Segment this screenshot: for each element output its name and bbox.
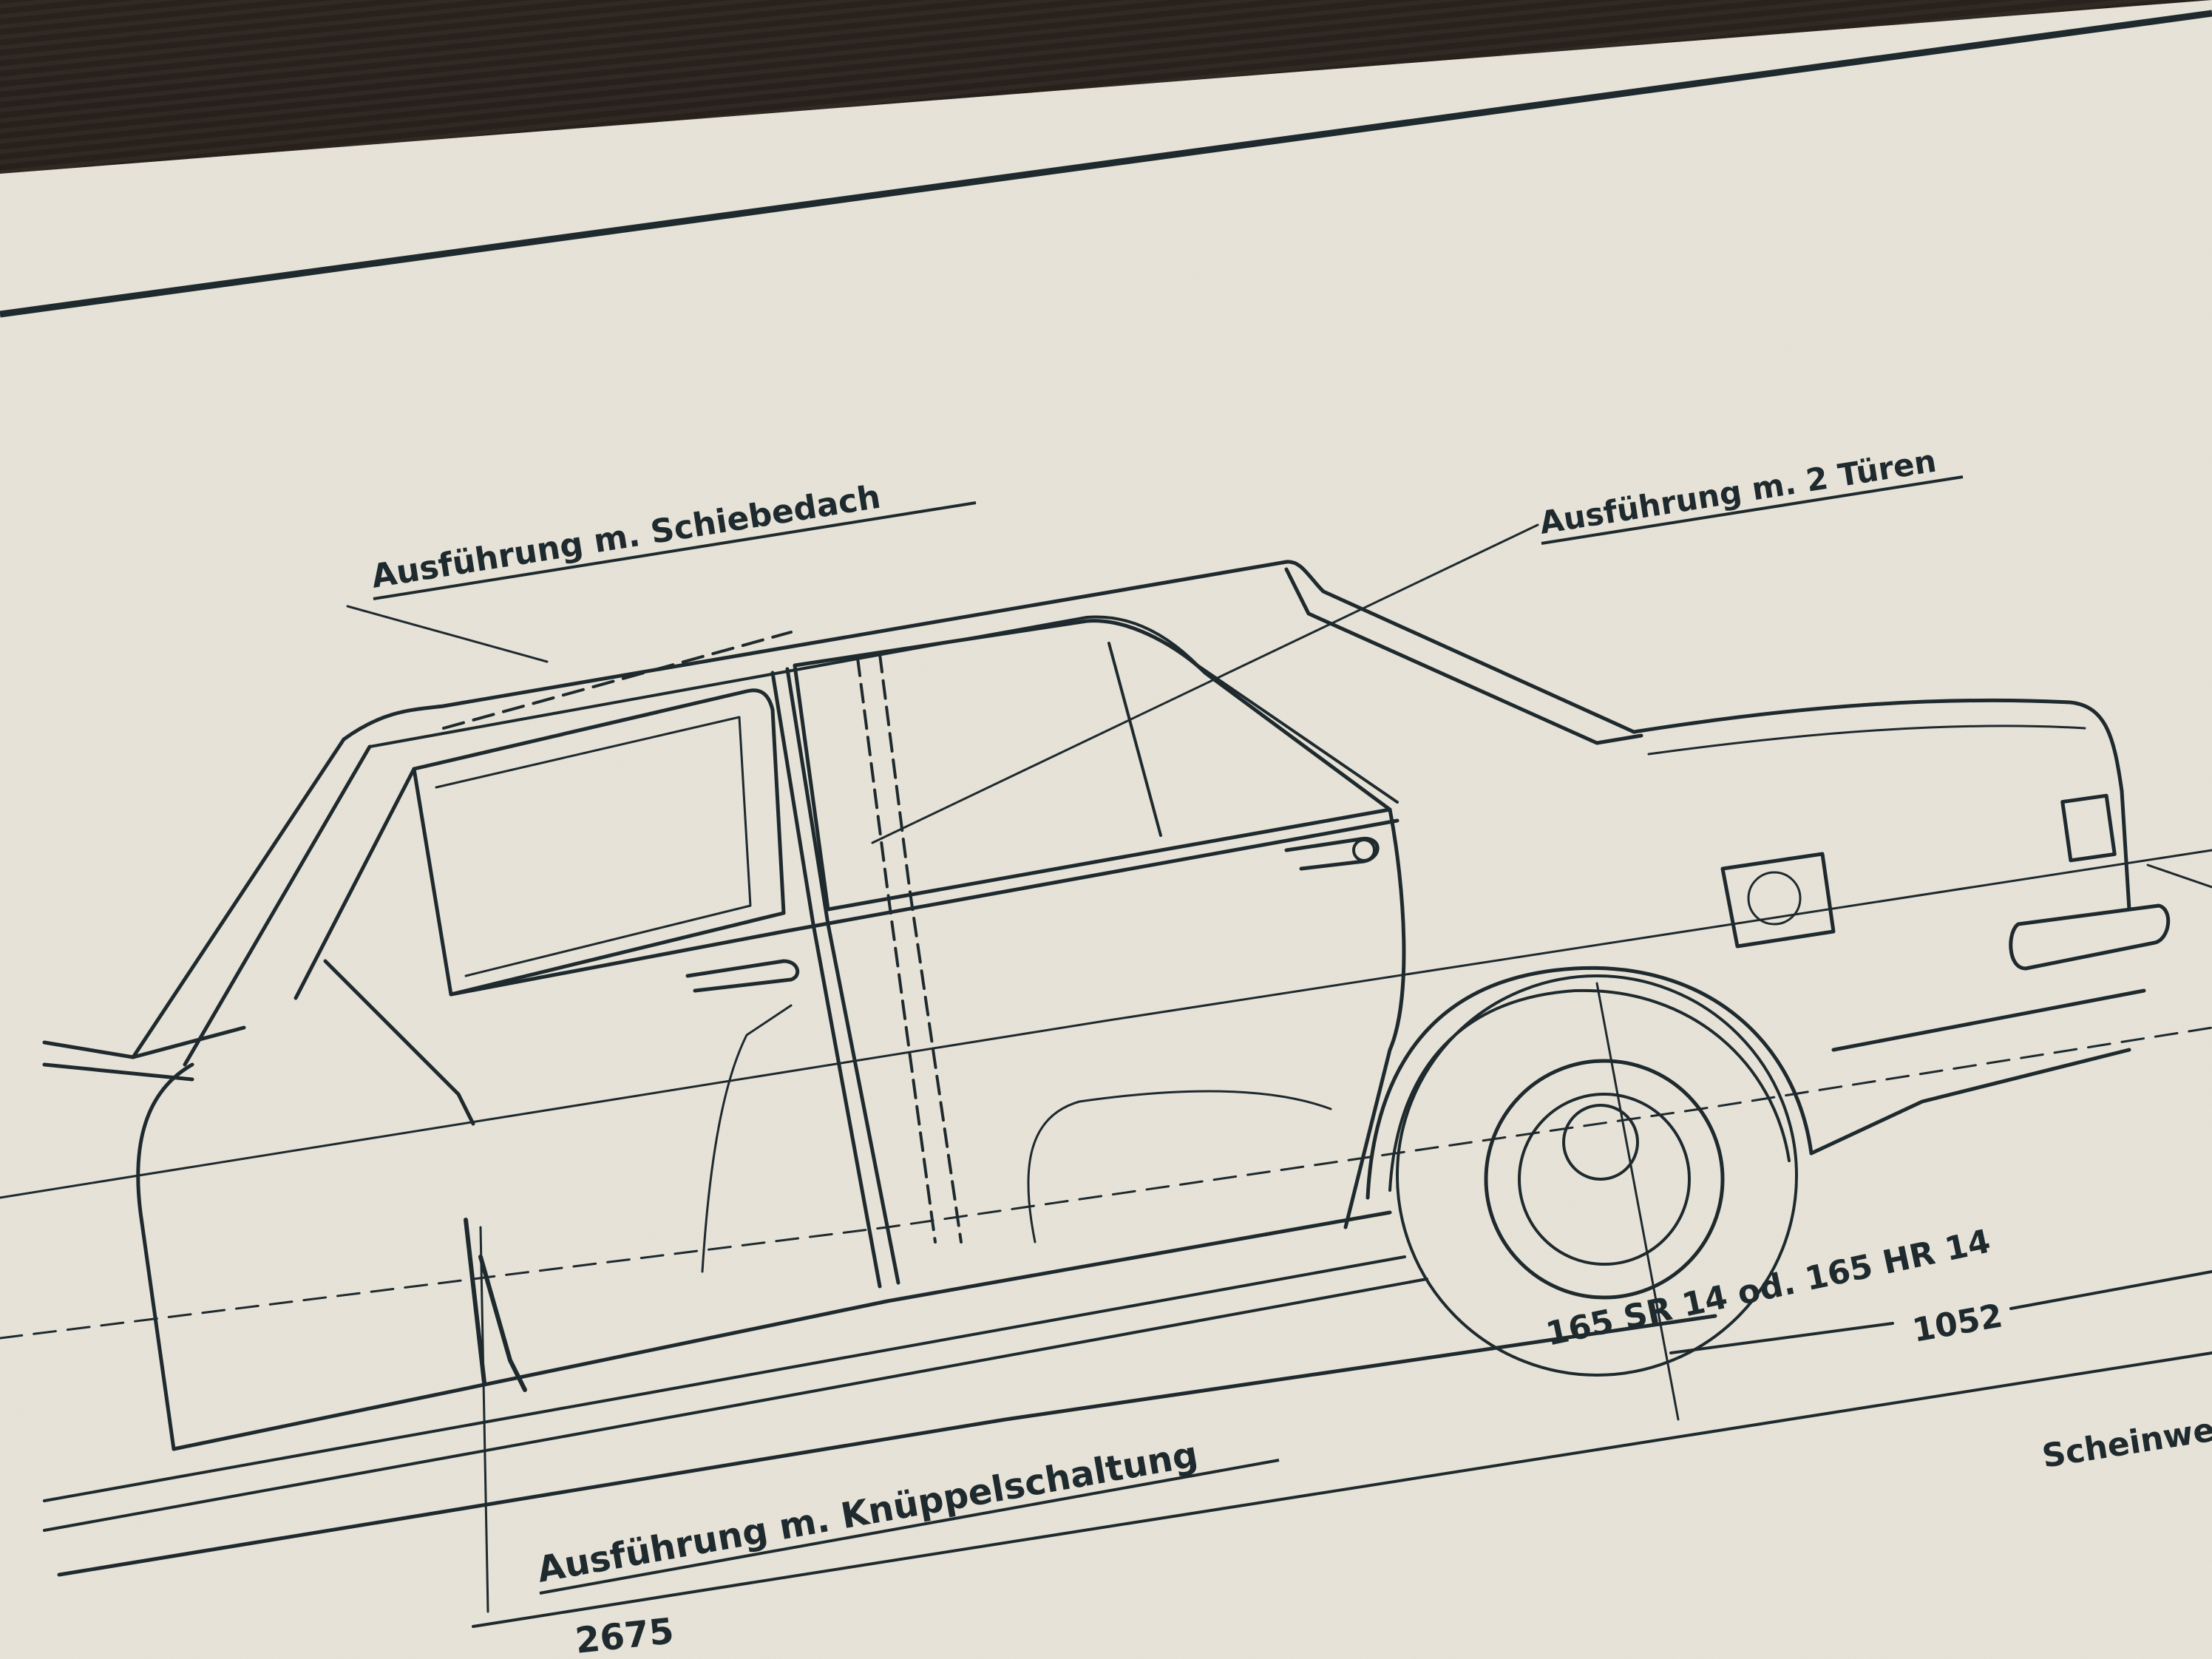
front-door-window — [412, 688, 786, 997]
drawing-border-line — [0, 10, 2212, 318]
gear-lever — [464, 1218, 527, 1392]
fuel-filler-cap — [1720, 852, 1836, 949]
hood-outline — [42, 1025, 246, 1082]
leader-line-2-tueren — [871, 523, 1539, 844]
rocker-panel — [172, 1210, 1392, 1451]
rear-wheel-arch-inner — [1388, 988, 1791, 1192]
b-pillar-dashed — [856, 653, 963, 1244]
windshield-frame — [131, 737, 416, 1067]
rear-door-window — [793, 619, 1392, 912]
rear-wheel-tire — [1396, 974, 1798, 1377]
steering-column — [323, 959, 475, 1126]
rear-wheel-arch — [1365, 966, 1814, 1200]
underline-schiebedach — [373, 501, 977, 600]
front-fender-outline — [136, 1062, 194, 1451]
rear-window-frame — [1284, 567, 1643, 745]
underline-knueppelschaltung — [539, 1459, 1280, 1595]
sunroof-dashed-outline — [442, 631, 793, 730]
rear-wheel-hub — [1562, 1104, 1639, 1181]
rear-lower-body — [1809, 988, 2146, 1156]
dimension-line-wheelbase — [57, 1314, 1717, 1577]
car-roof-outline — [342, 560, 1636, 742]
leader-line-tire-size — [2146, 864, 2212, 889]
dimension-extension-line — [479, 1226, 489, 1613]
window-belt-line — [449, 818, 1400, 997]
trunk-lid-outline — [1632, 698, 2131, 912]
interior-front-seat-sketch — [701, 1004, 793, 1273]
rear-wheel-rim — [1484, 1059, 1725, 1300]
front-door-handle — [685, 959, 800, 993]
rocker-panel-lower — [43, 1255, 1406, 1502]
wheel-centerline-vertical — [1595, 982, 1680, 1421]
front-door-window-inner — [435, 716, 752, 977]
horizontal-construction-line — [0, 849, 2212, 1199]
sill-line — [43, 1278, 1428, 1532]
dimension-line-bottom — [472, 1351, 2212, 1628]
label-dimension-bottom-partial: 2675 — [573, 1610, 676, 1659]
tail-light — [2060, 793, 2117, 863]
interior-seat-sketch — [1027, 1090, 1332, 1244]
fuel-filler-circle — [1747, 871, 1802, 926]
dimension-line-1052 — [1669, 1270, 2212, 1354]
trunk-lid-inner-line — [1647, 725, 2086, 756]
rear-wheel-rim-inner — [1518, 1093, 1691, 1266]
underline-2-tueren — [1541, 475, 1964, 545]
b-pillar-left — [770, 671, 882, 1289]
rear-door-rear-edge — [1343, 807, 1406, 1229]
dashed-construction-line — [0, 1026, 2212, 1340]
rear-quarter-window-divider — [1107, 642, 1162, 837]
rear-door-lock — [1352, 838, 1376, 862]
rear-bumper — [2009, 903, 2171, 971]
leader-line-schiebedach — [346, 605, 549, 663]
